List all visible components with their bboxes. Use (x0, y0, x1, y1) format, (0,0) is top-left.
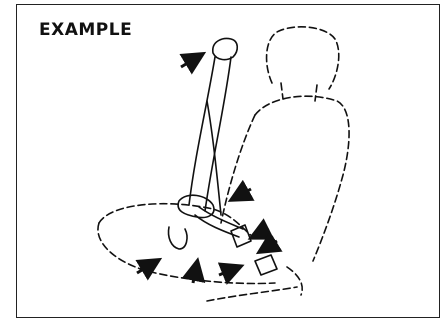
headrest-post-right (315, 85, 317, 101)
lower-anchor-left (168, 227, 187, 249)
figure-frame: EXAMPLE (16, 4, 440, 318)
arrow-buckle-right (261, 241, 277, 251)
seat-base (207, 287, 297, 301)
lower-anchor-right (255, 255, 277, 275)
arrow-retractor (233, 189, 251, 199)
arrow-lower-right (219, 267, 239, 275)
seatback (255, 96, 349, 261)
headrest-post-left (281, 83, 283, 99)
arrow-upper-anchor (181, 55, 201, 67)
upper-anchor (213, 39, 237, 60)
seat-side (287, 267, 302, 295)
seat-cushion (99, 204, 253, 237)
headrest (267, 27, 339, 89)
seatback-inner (221, 115, 255, 223)
arrow-buckle (253, 229, 269, 237)
seat-diagram (17, 5, 441, 319)
arrow-lower-left (137, 261, 157, 273)
